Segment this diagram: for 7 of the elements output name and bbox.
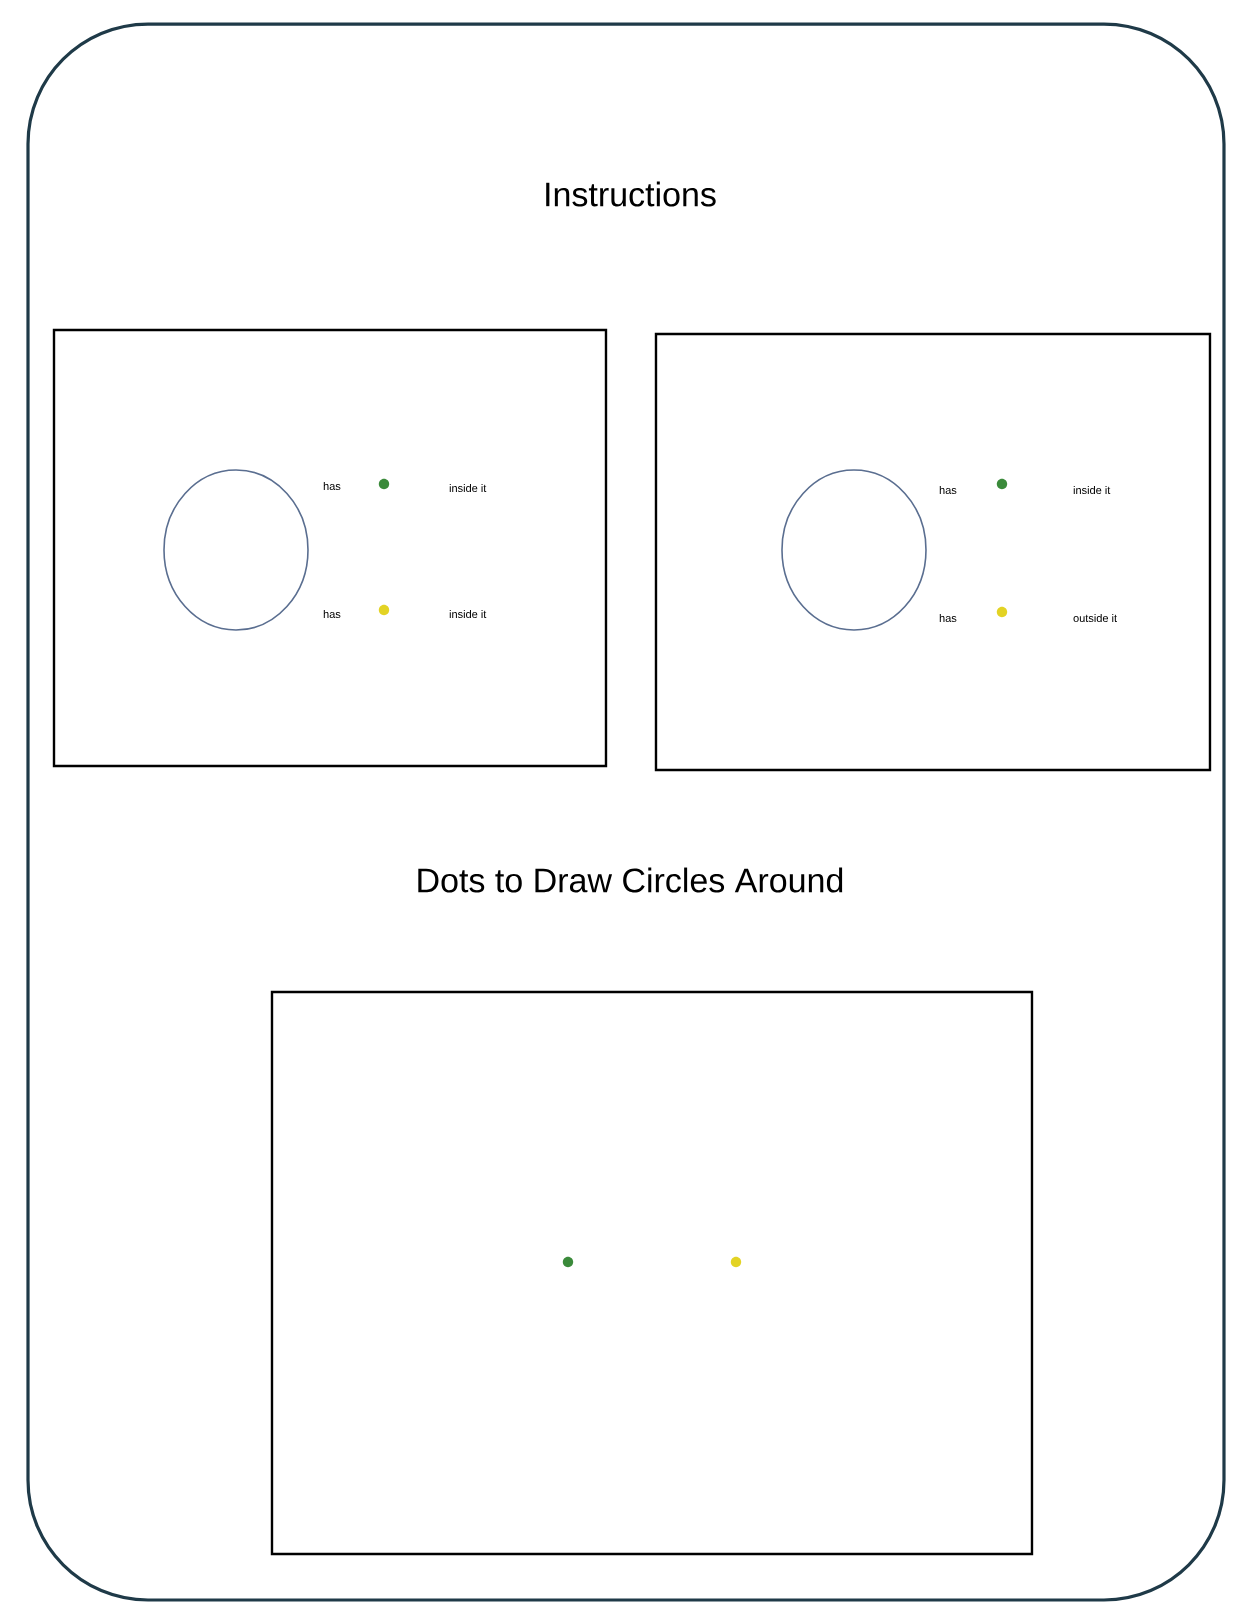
ring bbox=[781, 469, 927, 631]
ring bbox=[163, 469, 309, 631]
title: Instructions bbox=[546, 181, 716, 207]
panel-box bbox=[654, 332, 1212, 772]
panel-box bbox=[52, 328, 608, 768]
heading: Dots to Draw Circles Around bbox=[418, 867, 843, 893]
panel-box bbox=[270, 990, 1034, 1556]
